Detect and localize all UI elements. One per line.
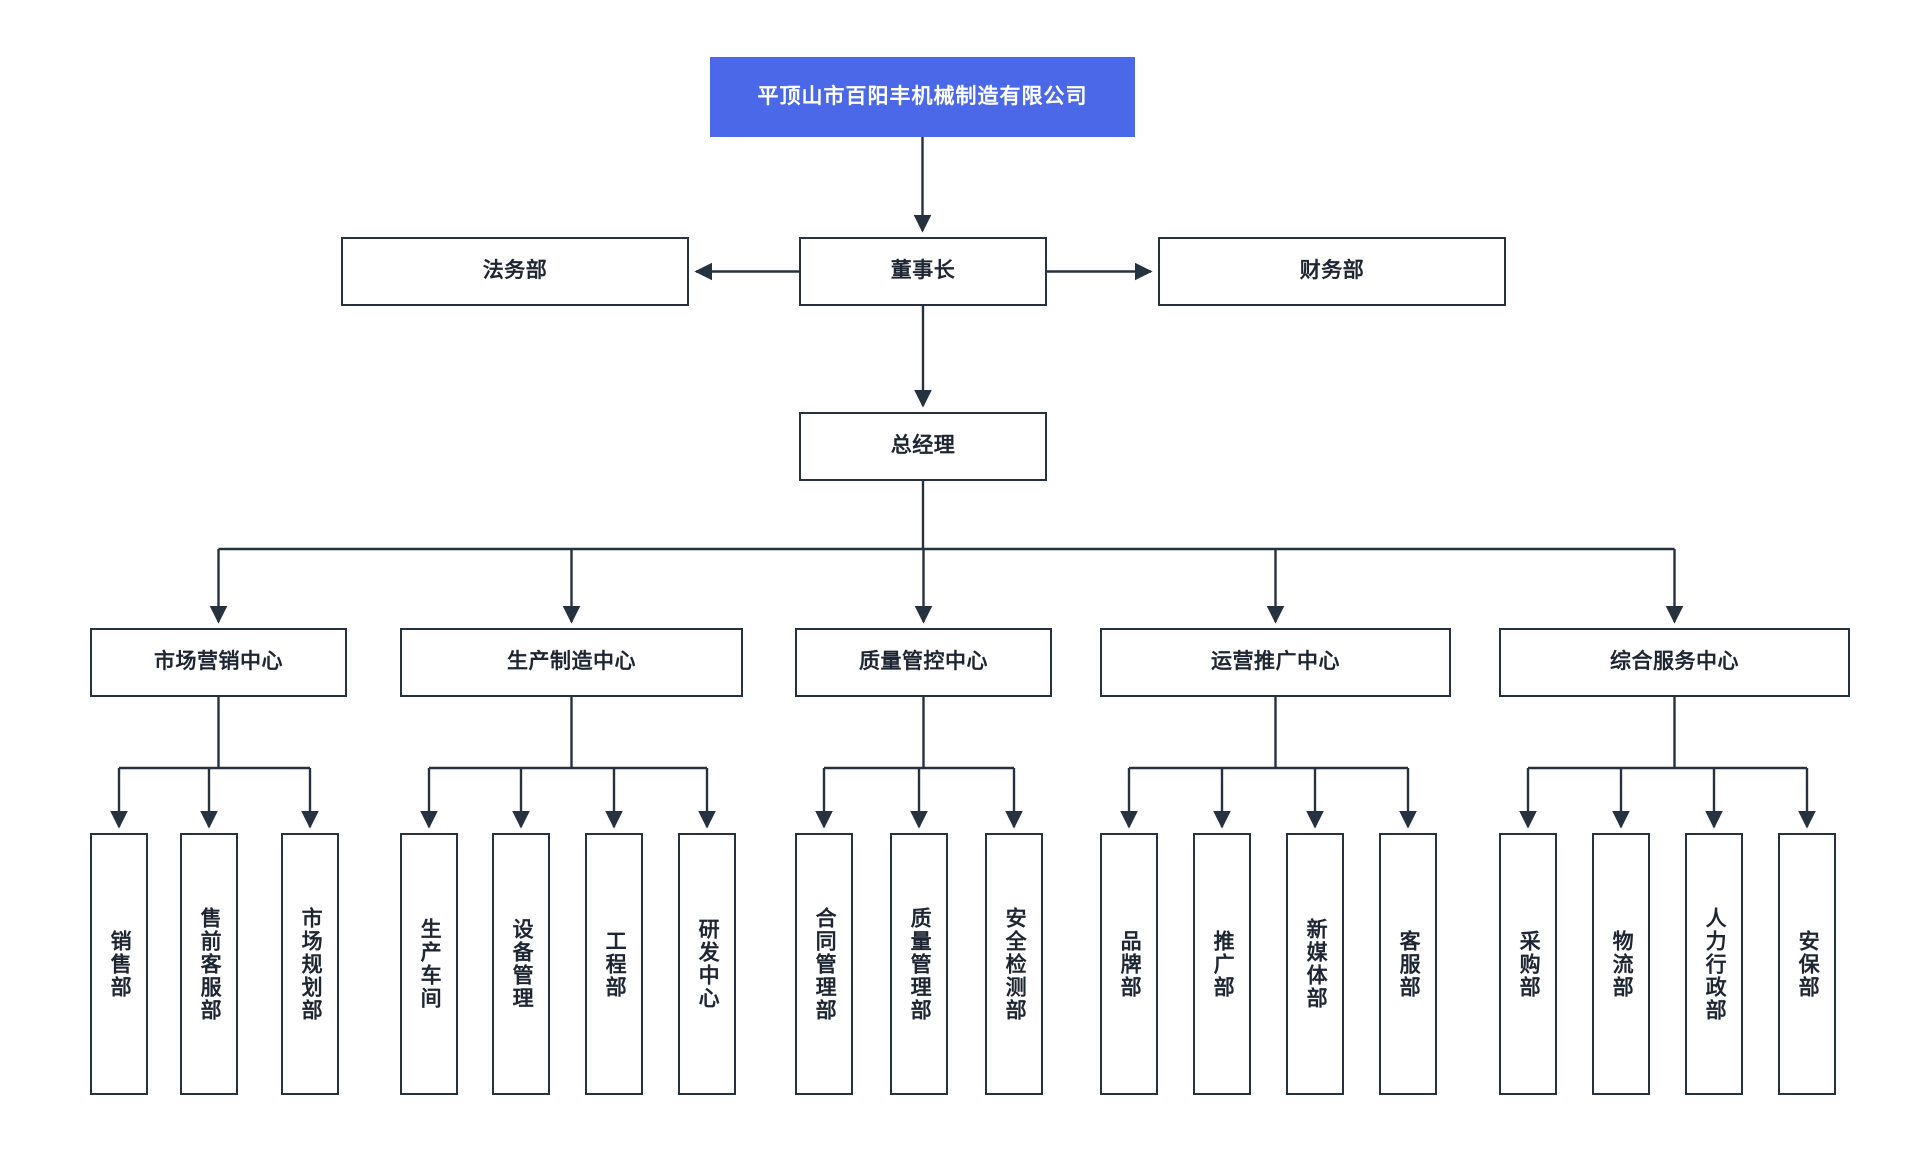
node-leaf-production-workshop[interactable]: 生产车间 [400,833,458,1095]
node-leaf-safety-inspection[interactable]: 安全检测部 [985,833,1043,1095]
node-leaf-rnd-center[interactable]: 研发中心 [678,833,736,1095]
node-label: 平顶山市百阳丰机械制造有限公司 [757,84,1088,108]
node-label: 研发中心 [696,918,720,1010]
node-label: 物流部 [1610,929,1634,999]
node-label: 人力行政部 [1703,906,1727,1022]
node-label: 运营推广中心 [1211,650,1340,674]
node-general-manager[interactable]: 总经理 [799,412,1047,481]
node-label: 采购部 [1517,929,1541,999]
node-label: 法务部 [482,259,548,283]
node-chairman[interactable]: 董事长 [799,237,1047,306]
node-leaf-security[interactable]: 安保部 [1778,833,1836,1095]
node-leaf-contract-management[interactable]: 合同管理部 [795,833,853,1095]
node-leaf-logistics[interactable]: 物流部 [1592,833,1650,1095]
node-label: 设备管理 [510,918,534,1010]
node-leaf-equipment-management[interactable]: 设备管理 [492,833,550,1095]
node-label: 客服部 [1397,929,1421,999]
node-leaf-quality-management[interactable]: 质量管理部 [890,833,948,1095]
node-label: 销售部 [108,929,132,999]
node-legal-dept[interactable]: 法务部 [341,237,689,306]
node-label: 董事长 [890,259,956,283]
node-leaf-new-media[interactable]: 新媒体部 [1286,833,1344,1095]
node-leaf-sales[interactable]: 销售部 [90,833,148,1095]
node-label: 品牌部 [1118,929,1142,999]
node-company-root[interactable]: 平顶山市百阳丰机械制造有限公司 [710,57,1135,137]
node-label: 合同管理部 [813,906,837,1022]
node-leaf-hr-admin[interactable]: 人力行政部 [1685,833,1743,1095]
node-leaf-engineering[interactable]: 工程部 [585,833,643,1095]
node-center-manufacturing[interactable]: 生产制造中心 [400,628,743,697]
node-label: 质量管理部 [908,906,932,1022]
node-leaf-customer-service[interactable]: 客服部 [1379,833,1437,1095]
node-center-general-services[interactable]: 综合服务中心 [1499,628,1850,697]
node-label: 工程部 [603,929,627,999]
node-label: 安保部 [1796,929,1820,999]
node-leaf-market-planning[interactable]: 市场规划部 [281,833,339,1095]
node-leaf-presales-support[interactable]: 售前客服部 [180,833,238,1095]
node-leaf-procurement[interactable]: 采购部 [1499,833,1557,1095]
node-label: 综合服务中心 [1610,650,1739,674]
node-label: 安全检测部 [1003,906,1027,1022]
node-label: 财务部 [1299,259,1365,283]
node-label: 质量管控中心 [859,650,988,674]
node-label: 市场营销中心 [154,650,283,674]
node-center-operations[interactable]: 运营推广中心 [1100,628,1451,697]
node-label: 生产车间 [418,918,442,1010]
node-leaf-brand[interactable]: 品牌部 [1100,833,1158,1095]
node-label: 新媒体部 [1304,918,1328,1010]
node-leaf-promotion[interactable]: 推广部 [1193,833,1251,1095]
node-label: 售前客服部 [198,906,222,1022]
node-label: 总经理 [890,434,956,458]
node-label: 市场规划部 [299,906,323,1022]
node-label: 生产制造中心 [507,650,636,674]
node-finance-dept[interactable]: 财务部 [1158,237,1506,306]
node-center-quality[interactable]: 质量管控中心 [795,628,1052,697]
node-label: 推广部 [1211,929,1235,999]
node-center-marketing[interactable]: 市场营销中心 [90,628,347,697]
